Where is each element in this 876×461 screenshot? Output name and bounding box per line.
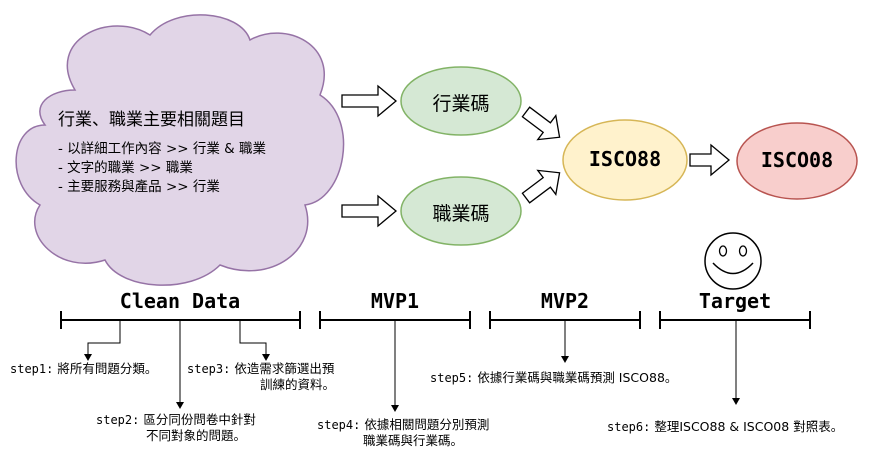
cloud-topic-item: - 主要服務與產品 >> 行業 [58,179,220,195]
phase-mvp1: MVP1 [370,289,420,313]
isco08-label: ISCO08 [760,148,834,172]
isco88-label: ISCO88 [588,147,662,171]
smiley-face-icon [704,232,762,290]
arrowhead-step3 [262,354,270,361]
block-arrow-to-industry [341,84,398,118]
step6-prefix: step6: [607,420,651,434]
phase-clean-data: Clean Data [119,289,241,313]
timeline-target [659,311,811,329]
connector-step3 [239,320,267,355]
step3-text: step3: 依造需求篩選出預 訓練的資料。 [187,361,335,393]
cloud-topic-item: - 文字的職業 >> 職業 [58,160,193,176]
arrowhead-step1 [84,354,92,361]
phase-target: Target [698,289,772,313]
connector-step1 [87,320,121,355]
arrowhead-step2 [176,402,184,409]
step1-prefix: step1: [10,362,54,376]
block-arrow-to-occupation [341,194,398,228]
block-arrow-industry-to-isco88 [521,106,561,141]
step5-prefix: step5: [430,371,474,385]
arrowhead-step5 [561,356,569,363]
step6-text: step6: 整理ISCO88 & ISCO08 對照表。 [607,419,843,435]
step3-prefix: step3: [187,362,231,376]
step1-line1: 將所有問題分類。 [53,361,158,376]
step6-line1: 整理ISCO88 & ISCO08 對照表。 [650,419,844,434]
occupation-code-node [400,176,522,246]
step4-prefix: step4: [317,418,361,432]
step4-line2: 職業碼與行業碼。 [363,433,464,448]
step5-text: step5: 依據行業碼與職業碼預測 ISCO88。 [430,370,677,386]
arrowhead-step4 [391,405,399,412]
industry-code-label: 行業碼 [432,93,490,115]
step3-line1: 依造需求篩選出預 [230,361,335,376]
block-arrow-occupation-to-isco88 [521,169,561,204]
step4-text: step4: 依據相關問題分別預測 職業碼與行業碼。 [317,417,489,449]
step2-prefix: step2: [96,413,140,427]
phase-mvp2: MVP2 [540,289,590,313]
cloud-title: 行業、職業主要相關題目 [58,110,245,130]
step2-line1: 區分同份問卷中針對 [139,412,256,427]
step1-text: step1: 將所有問題分類。 [10,361,157,377]
step5-line1: 依據行業碼與職業碼預測 ISCO88。 [473,370,678,385]
step2-text: step2: 區分同份問卷中針對 不同對象的問題。 [96,412,256,444]
topics-cloud [15,14,345,286]
cloud-topic-list: - 以詳細工作內容 >> 行業 & 職業 - 文字的職業 >> 職業 - 主要服… [58,140,266,197]
step4-line1: 依據相關問題分別預測 [360,417,490,432]
industry-code-node [400,66,522,136]
step2-line2: 不同對象的問題。 [146,428,247,443]
isco88-node [562,119,688,201]
cloud-topic-item: - 以詳細工作內容 >> 行業 & 職業 [58,141,266,157]
isco08-node [736,122,858,200]
step3-line2: 訓練的資料。 [260,377,336,392]
block-arrow-to-isco08 [689,143,731,177]
arrowhead-step6 [732,398,740,405]
occupation-code-label: 職業碼 [432,203,490,225]
